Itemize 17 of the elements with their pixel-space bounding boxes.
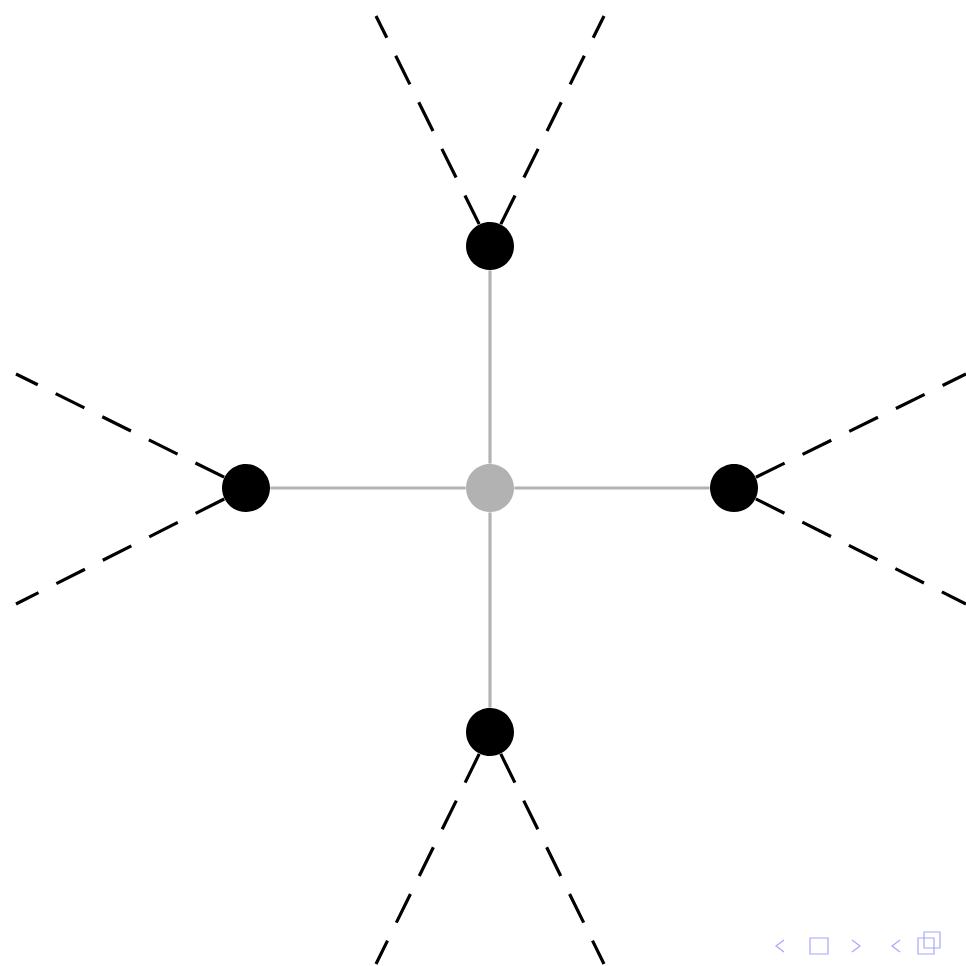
dashed-line — [15, 372, 225, 479]
dashed-line — [755, 372, 966, 479]
dashed-line — [374, 753, 481, 965]
graph-vertex — [466, 464, 514, 512]
graph-vertex — [710, 464, 758, 512]
graph-edge — [514, 486, 710, 490]
dashed-line — [499, 753, 606, 965]
graph-vertex — [222, 464, 270, 512]
dashed-line — [755, 497, 966, 606]
dashed-line — [374, 15, 481, 225]
graph-edge — [488, 270, 492, 464]
graph-vertex — [466, 222, 514, 270]
dashed-line — [15, 497, 225, 606]
dashed-line — [499, 15, 606, 225]
graph-edge — [270, 486, 466, 490]
graph-edge — [488, 512, 492, 708]
graph-vertex — [466, 708, 514, 756]
